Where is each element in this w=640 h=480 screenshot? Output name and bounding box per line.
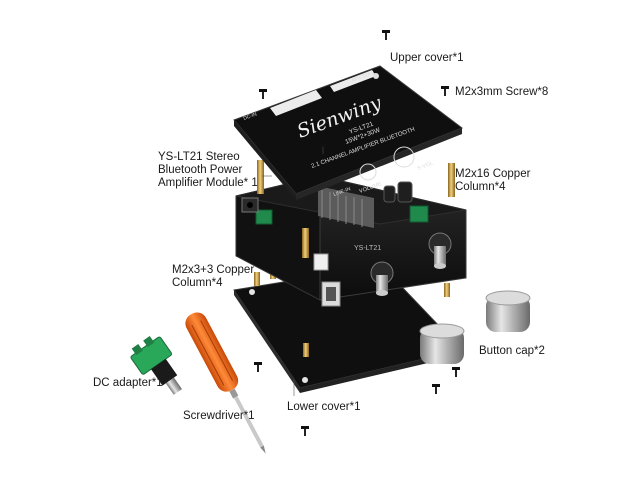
label-m2x16-copper-column: M2x16 Copper Column*4 bbox=[455, 168, 531, 193]
screw bbox=[254, 30, 460, 436]
label-amplifier-module: YS-LT21 Stereo Bluetooth Power Amplifier… bbox=[158, 151, 258, 189]
upper-cover-svol: S-VOL bbox=[417, 161, 435, 172]
screwdriver bbox=[185, 312, 266, 454]
label-m2x3-screw: M2x3mm Screw*8 bbox=[455, 86, 549, 98]
label-lower-cover: Lower cover*1 bbox=[287, 401, 361, 413]
label-m2x3-copper-column: M2x3+3 Copper Column*4 bbox=[172, 264, 255, 289]
label-upper-cover: Upper cover*1 bbox=[390, 52, 464, 64]
lower-cover bbox=[233, 265, 463, 393]
label-dc-adapter: DC adapter*1 bbox=[93, 377, 163, 389]
label-button-cap: Button cap*2 bbox=[479, 345, 545, 357]
label-screwdriver: Screwdriver*1 bbox=[183, 410, 255, 422]
dc-adapter bbox=[130, 335, 182, 395]
button-cap bbox=[419, 290, 531, 364]
volume-knob-shafts bbox=[370, 232, 452, 296]
board-model-text: YS-LT21 bbox=[354, 245, 381, 252]
leader-lines bbox=[262, 175, 295, 396]
copper-column-long bbox=[257, 160, 455, 258]
upper-cover-linein: LINE-IN bbox=[333, 186, 352, 198]
upper-cover-dcin: DC-IN bbox=[243, 111, 258, 122]
